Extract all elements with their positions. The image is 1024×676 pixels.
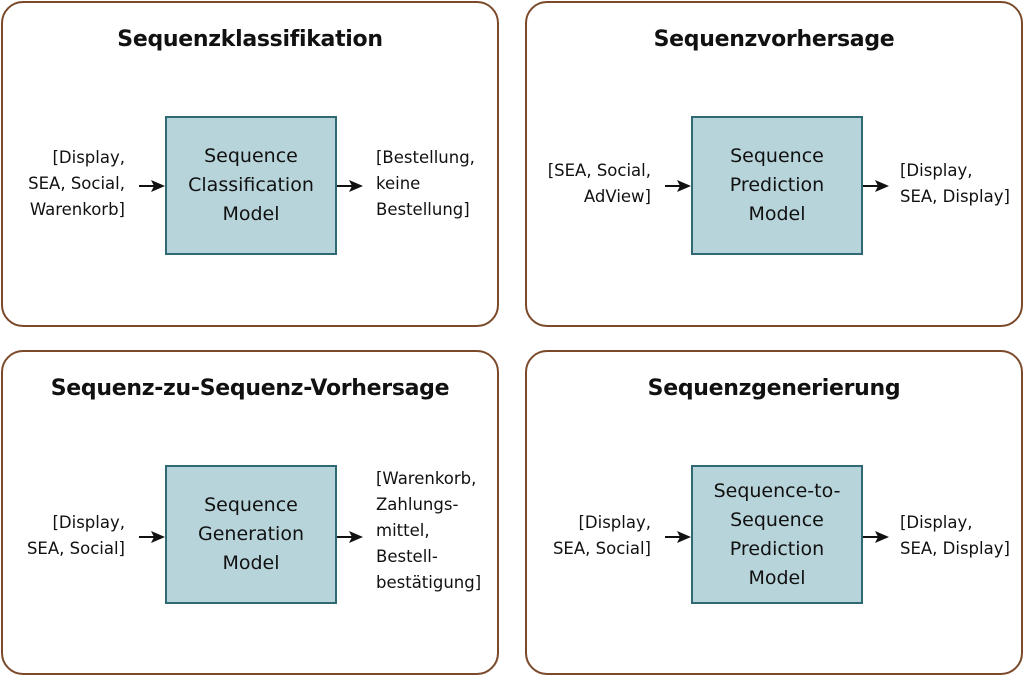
output-sequence: [Warenkorb, Zahlungs- mittel, Bestell- b… [376, 469, 482, 592]
arrow-right-icon [337, 531, 363, 543]
arrow-right-icon [863, 180, 889, 192]
input-sequence: [Display, SEA, Social] [26, 513, 125, 558]
output-sequence: [Display, SEA, Display] [900, 161, 1010, 206]
arrow-right-icon [139, 180, 165, 192]
arrow-right-icon [863, 531, 889, 543]
output-sequence: [Bestellung, keine Bestellung] [376, 148, 475, 219]
input-sequence: [SEA, Social, AdView] [547, 161, 651, 206]
panel-title: Sequenz-zu-Sequenz-Vorhersage [50, 376, 450, 401]
model-box: Sequence Generation Model [165, 465, 337, 604]
arrow-right-icon [665, 531, 691, 543]
panel-title: Sequenzvorhersage [653, 27, 895, 52]
arrow-right-icon [337, 180, 363, 192]
model-box: Sequence Classification Model [165, 116, 337, 255]
input-sequence: [Display, SEA, Social] [552, 513, 651, 558]
panel-title: Sequenzklassifikation [117, 27, 383, 52]
arrow-right-icon [139, 531, 165, 543]
panel-title: Sequenzgenerierung [647, 376, 901, 401]
panel-seq2seq-prediction: Sequenz-zu-Sequenz-Vorhersage [Display, … [1, 350, 499, 675]
input-sequence: [Display, SEA, Social, Warenkorb] [28, 148, 125, 219]
panel-sequence-generation: Sequenzgenerierung [Display, SEA, Social… [525, 350, 1023, 675]
model-box: Sequence Prediction Model [691, 116, 863, 255]
model-box: Sequence-to- Sequence Prediction Model [691, 465, 863, 604]
panel-sequence-prediction: Sequenzvorhersage [SEA, Social, AdView] … [525, 1, 1023, 327]
arrow-right-icon [665, 180, 691, 192]
panel-sequence-classification: Sequenzklassifikation [Display, SEA, Soc… [1, 1, 499, 327]
output-sequence: [Display, SEA, Display] [900, 513, 1010, 558]
